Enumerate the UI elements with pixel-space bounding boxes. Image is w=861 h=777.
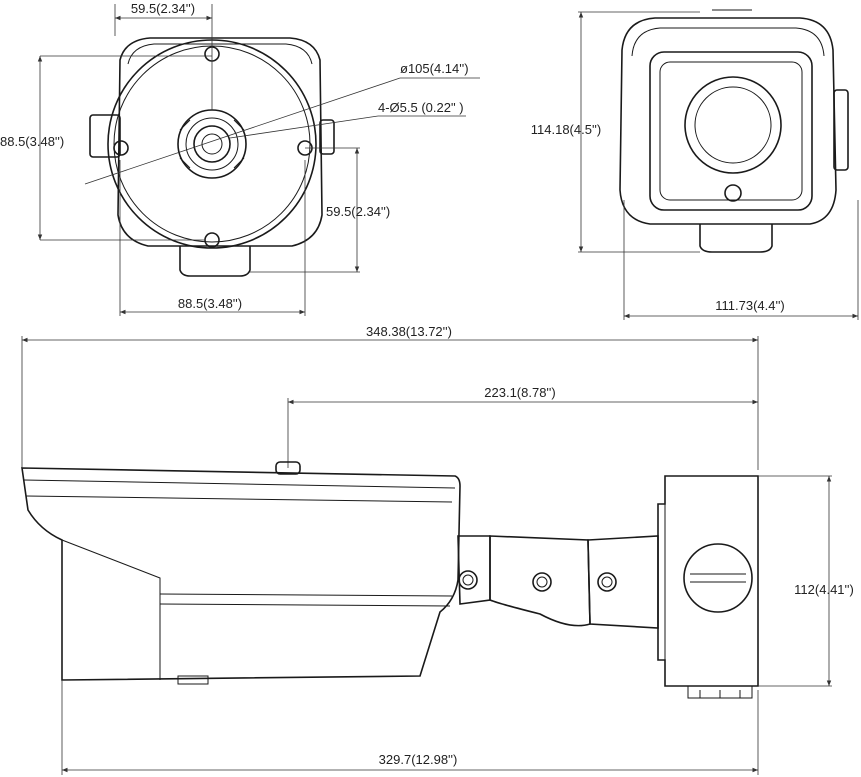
front-dim-height: 114.18(4.5''): [531, 122, 602, 137]
dim-left-height: 88.5(3.48''): [0, 134, 64, 149]
dim-overall-length: 348.38(13.72''): [366, 324, 452, 339]
callout-holes: 4-Ø5.5 (0.22" ): [378, 100, 464, 115]
dim-base-height: 112(4.41''): [794, 582, 854, 597]
dim-top-width: 59.5(2.34''): [131, 1, 195, 16]
side-view: 348.38(13.72'') 223.1(8.78''): [21, 324, 854, 775]
front-view: 114.18(4.5'') 111.73(4.4''): [531, 9, 859, 320]
dim-mount-to-rear: 223.1(8.78''): [484, 385, 555, 400]
dim-bottom-width: 88.5(3.48''): [178, 296, 242, 311]
mount-base-view: 59.5(2.34'') 88.5(3.48'') 59.5(2.34'') 8…: [0, 1, 480, 316]
callout-diameter: ø105(4.14''): [400, 61, 469, 76]
dim-bottom-length: 329.7(12.98''): [379, 752, 458, 767]
front-dim-width: 111.73(4.4''): [715, 298, 785, 313]
dim-right-height: 59.5(2.34''): [326, 204, 390, 219]
